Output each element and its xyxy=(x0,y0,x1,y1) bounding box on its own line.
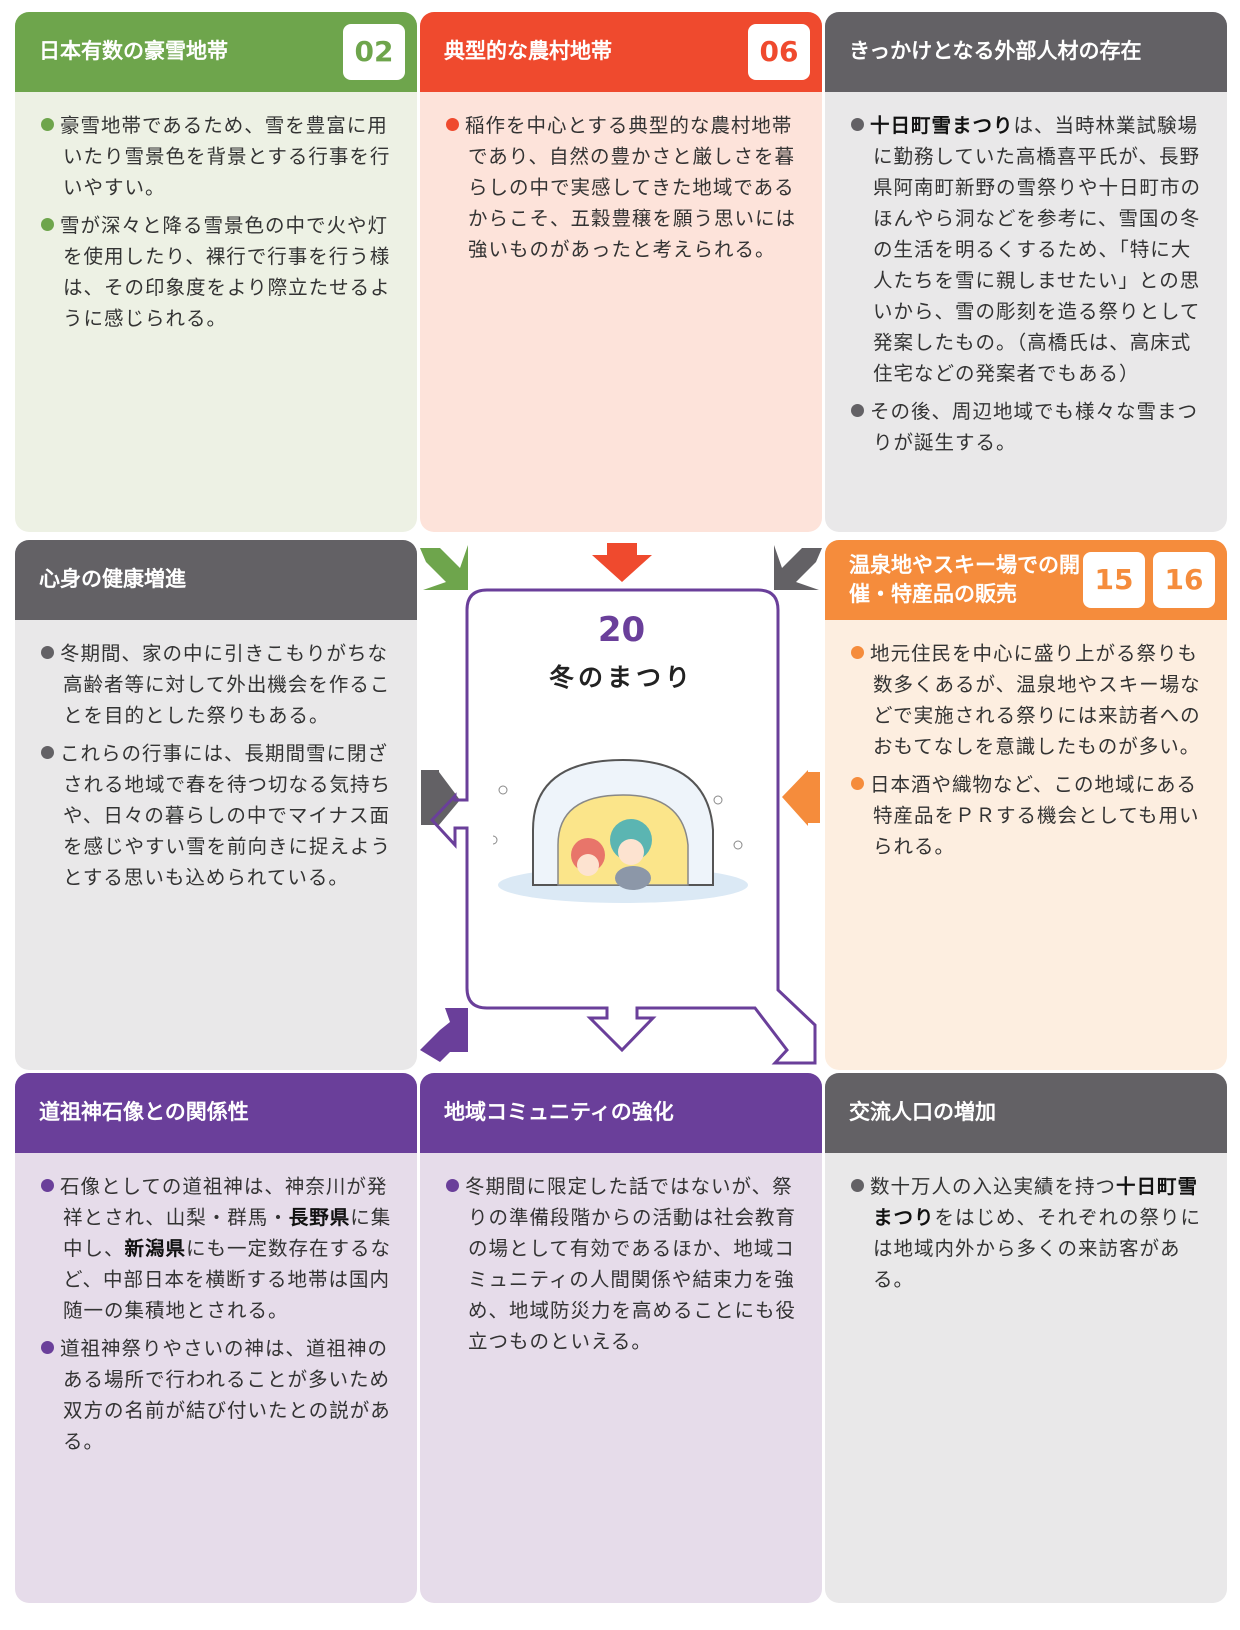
card-body: 豪雪地帯であるため、雪を豊富に用いたり雪景色を背景とする行事を行いやすい。雪が深… xyxy=(15,92,417,334)
bullet-text: 稲作を中心とする典型的な農村地帯であり、自然の豊かさと厳しさを暮らしの中で実感し… xyxy=(465,114,797,261)
card-body: 冬期間に限定した話ではないが、祭りの準備段階からの活動は社会教育の場として有効で… xyxy=(420,1153,822,1357)
page-badge: 02 xyxy=(343,24,405,80)
card-header: 心身の健康増進 xyxy=(15,540,417,620)
arrow-green-icon xyxy=(420,545,468,590)
bullet-icon xyxy=(41,218,54,231)
bullet-text: 日本酒や織物など、この地域にある特産品をＰＲする機会としても用いられる。 xyxy=(870,773,1200,858)
bullet-icon xyxy=(851,1179,864,1192)
bullet-item: 地元住民を中心に盛り上がる祭りも数多くあるが、温泉地やスキー場などで実施される祭… xyxy=(851,638,1205,762)
arrow-gray-left-icon xyxy=(421,770,460,825)
arrow-purple-icon xyxy=(420,1008,468,1062)
card-c7: 地域コミュニティの強化冬期間に限定した話ではないが、祭りの準備段階からの活動は社… xyxy=(420,1073,822,1603)
card-header: 交流人口の増加 xyxy=(825,1073,1227,1153)
bullet-text: 道祖神祭りやさいの神は、道祖神のある場所で行われることが多いため双方の名前が結び… xyxy=(60,1337,391,1453)
card-title: 道祖神石像との関係性 xyxy=(39,1100,249,1125)
bullet-item: 冬期間に限定した話ではないが、祭りの準備段階からの活動は社会教育の場として有効で… xyxy=(446,1171,800,1357)
card-c1: 日本有数の豪雪地帯 02 豪雪地帯であるため、雪を豊富に用いたり雪景色を背景とする行… xyxy=(15,12,417,532)
bullet-text: をはじめ、それぞれの祭りには地域内外から多くの来訪客がある。 xyxy=(873,1206,1202,1291)
card-title: 交流人口の増加 xyxy=(849,1100,996,1125)
bullet-item: 豪雪地帯であるため、雪を豊富に用いたり雪景色を背景とする行事を行いやすい。 xyxy=(41,110,395,203)
theme-number: 20 xyxy=(597,610,646,650)
center-frame xyxy=(429,588,817,1065)
bullet-item: その後、周辺地域でも様々な雪まつりが誕生する。 xyxy=(851,396,1205,458)
card-header: きっかけとなる外部人材の存在 xyxy=(825,12,1227,92)
bullet-text: 冬期間、家の中に引きこもりがちな高齢者等に対して外出機会を作ることを目的とした祭… xyxy=(60,642,391,727)
bullet-text: に集中し、 xyxy=(63,1206,392,1260)
card-body: 十日町雪まつりは、当時林業試験場に勤務していた高橋喜平氏が、長野県阿南町新野の雪… xyxy=(825,92,1227,458)
bullet-icon xyxy=(446,1179,459,1192)
bullet-icon xyxy=(41,746,54,759)
emphasis-text: 新潟県 xyxy=(124,1237,187,1260)
card-body: 石像としての道祖神は、神奈川が発祥とされ、山梨・群馬・長野県に集中し、新潟県にも… xyxy=(15,1153,417,1457)
bullet-text: 雪が深々と降る雪景色の中で火や灯を使用したり、裸行で行事を行う様は、その印象度を… xyxy=(60,214,391,330)
arrow-orange-icon xyxy=(782,770,820,826)
bullet-item: 数十万人の入込実績を持つ十日町雪まつりをはじめ、それぞれの祭りには地域内外から多… xyxy=(851,1171,1205,1295)
bullet-text: これらの行事には、長期間雪に閉ざされる地域で春を待つ切なる気持ちや、日々の暮らし… xyxy=(60,742,392,889)
card-c4: 心身の健康増進冬期間、家の中に引きこもりがちな高齢者等に対して外出機会を作ること… xyxy=(15,540,417,1070)
bullet-icon xyxy=(446,118,459,131)
bullet-text: 数十万人の入込実績を持つ xyxy=(870,1175,1117,1198)
bullet-item: 稲作を中心とする典型的な農村地帯であり、自然の豊かさと厳しさを暮らしの中で実感し… xyxy=(446,110,800,265)
bullet-item: 十日町雪まつりは、当時林業試験場に勤務していた高橋喜平氏が、長野県阿南町新野の雪… xyxy=(851,110,1205,389)
card-title: 温泉地やスキー場での開催・特産品の販売 xyxy=(849,552,1080,606)
page-badge: 15 xyxy=(1083,552,1145,608)
card-header: 道祖神石像との関係性 xyxy=(15,1073,417,1153)
page-badge: 16 xyxy=(1153,552,1215,608)
page-badge: 06 xyxy=(748,24,810,80)
card-header: 日本有数の豪雪地帯 02 xyxy=(15,12,417,92)
bullet-item: 石像としての道祖神は、神奈川が発祥とされ、山梨・群馬・長野県に集中し、新潟県にも… xyxy=(41,1171,395,1326)
bullet-item: 冬期間、家の中に引きこもりがちな高齢者等に対して外出機会を作ることを目的とした祭… xyxy=(41,638,395,731)
bullet-text: 石像としての道祖神は、神奈川が発祥とされ、山梨・群馬・ xyxy=(60,1175,388,1229)
bullet-icon xyxy=(41,1341,54,1354)
kamakura-illustration xyxy=(493,758,748,903)
emphasis-text: 十日町雪まつり xyxy=(870,114,1014,137)
arrow-gray-topright-icon xyxy=(774,545,822,590)
bullet-text: 冬期間に限定した話ではないが、祭りの準備段階からの活動は社会教育の場として有効で… xyxy=(465,1175,797,1353)
card-body: 地元住民を中心に盛り上がる祭りも数多くあるが、温泉地やスキー場などで実施される祭… xyxy=(825,620,1227,862)
bullet-text: は、当時林業試験場に勤務していた高橋喜平氏が、長野県阿南町新野の雪祭りや十日町市… xyxy=(873,114,1202,385)
bullet-item: 道祖神祭りやさいの神は、道祖神のある場所で行われることが多いため双方の名前が結び… xyxy=(41,1333,395,1457)
card-title: 地域コミュニティの強化 xyxy=(444,1100,674,1125)
bullet-item: 雪が深々と降る雪景色の中で火や灯を使用したり、裸行で行事を行う様は、その印象度を… xyxy=(41,210,395,334)
card-c8: 交流人口の増加数十万人の入込実績を持つ十日町雪まつりをはじめ、それぞれの祭りには… xyxy=(825,1073,1227,1603)
bullet-icon xyxy=(41,118,54,131)
card-c3: きっかけとなる外部人材の存在十日町雪まつりは、当時林業試験場に勤務していた高橋喜… xyxy=(825,12,1227,532)
bullet-icon xyxy=(851,646,864,659)
bullet-icon xyxy=(41,1179,54,1192)
card-body: 稲作を中心とする典型的な農村地帯であり、自然の豊かさと厳しさを暮らしの中で実感し… xyxy=(420,92,822,265)
bullet-text: 地元住民を中心に盛り上がる祭りも数多くあるが、温泉地やスキー場などで実施される祭… xyxy=(870,642,1201,758)
bullet-item: 日本酒や織物など、この地域にある特産品をＰＲする機会としても用いられる。 xyxy=(851,769,1205,862)
bullet-icon xyxy=(851,118,864,131)
emphasis-text: 長野県 xyxy=(288,1206,351,1229)
card-title: 心身の健康増進 xyxy=(39,567,186,592)
card-title: 典型的な農村地帯 xyxy=(444,39,612,64)
center-theme: 20 冬のまつり xyxy=(465,590,778,1020)
card-header: 典型的な農村地帯 06 xyxy=(420,12,822,92)
bullet-icon xyxy=(851,777,864,790)
theme-title: 冬のまつり xyxy=(548,663,694,692)
bullet-icon xyxy=(41,646,54,659)
bullet-text: 豪雪地帯であるため、雪を豊富に用いたり雪景色を背景とする行事を行いやすい。 xyxy=(60,114,391,199)
bullet-text: その後、周辺地域でも様々な雪まつりが誕生する。 xyxy=(870,400,1199,454)
card-c6: 道祖神石像との関係性石像としての道祖神は、神奈川が発祥とされ、山梨・群馬・長野県… xyxy=(15,1073,417,1603)
bullet-item: これらの行事には、長期間雪に閉ざされる地域で春を待つ切なる気持ちや、日々の暮らし… xyxy=(41,738,395,893)
card-body: 冬期間、家の中に引きこもりがちな高齢者等に対して外出機会を作ることを目的とした祭… xyxy=(15,620,417,893)
card-header: 地域コミュニティの強化 xyxy=(420,1073,822,1153)
card-title: 日本有数の豪雪地帯 xyxy=(39,39,228,64)
bullet-icon xyxy=(851,404,864,417)
emphasis-text: 十日町雪まつり xyxy=(873,1175,1199,1229)
card-c2: 典型的な農村地帯 06 稲作を中心とする典型的な農村地帯であり、自然の豊かさと厳しさ… xyxy=(420,12,822,532)
card-title: きっかけとなる外部人材の存在 xyxy=(849,39,1142,64)
arrow-red-icon xyxy=(592,543,652,582)
bullet-text: にも一定数存在するなど、中部日本を横断する地帯は国内随一の集積地とされる。 xyxy=(63,1237,392,1322)
card-body: 数十万人の入込実績を持つ十日町雪まつりをはじめ、それぞれの祭りには地域内外から多… xyxy=(825,1153,1227,1295)
